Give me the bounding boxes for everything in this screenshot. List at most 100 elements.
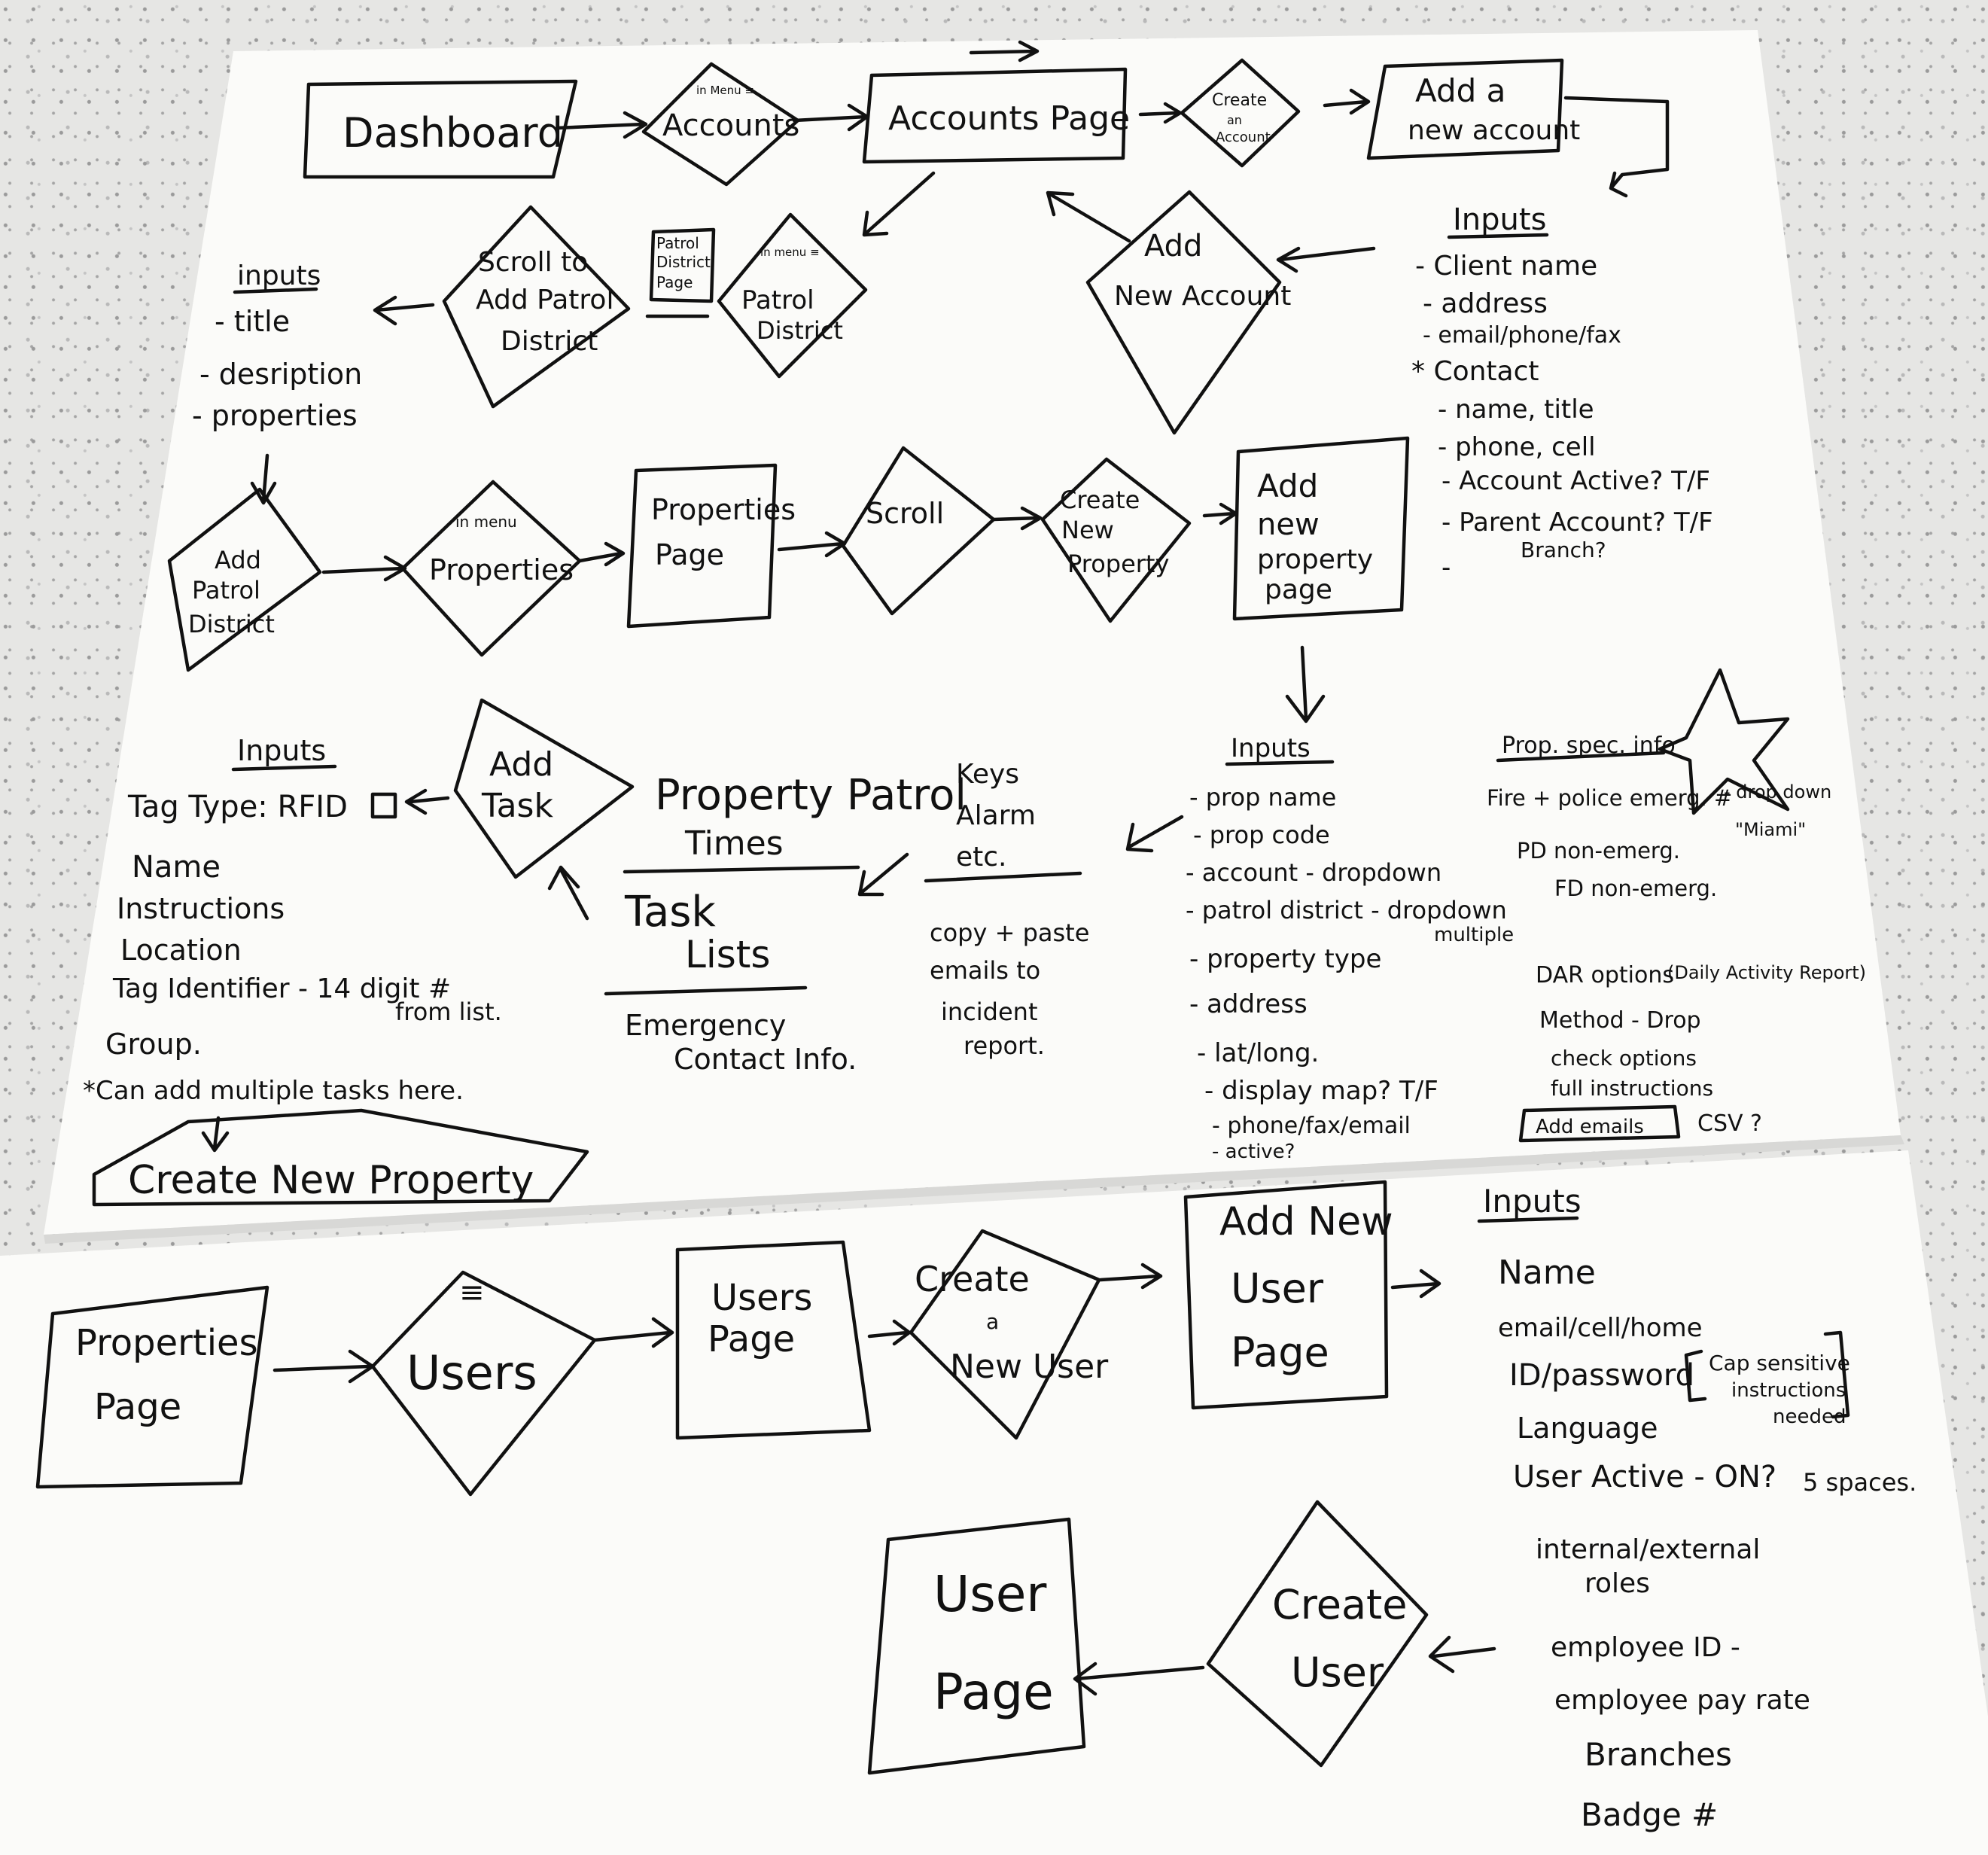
arrow-to-properties-page: [577, 541, 626, 567]
prop-spec-item: Fire + police emerg. #: [1487, 785, 1732, 811]
arrow-create-user-to-user-page: [1073, 1662, 1205, 1696]
property-input-item: - active?: [1212, 1141, 1295, 1163]
add-new-account-box: Add a new account: [1366, 58, 1580, 160]
note-bracket: [1684, 1330, 1850, 1419]
properties-menu-small-label: in menu: [455, 513, 517, 531]
accounts-page-label: Accounts Page: [888, 99, 1130, 138]
task-input-item: Tag Type: RFID: [127, 790, 348, 824]
add-new-account-line1: Add a: [1415, 72, 1505, 109]
account-input-item: - phone, cell: [1438, 432, 1596, 462]
task-input-item: Name: [132, 850, 221, 885]
add-task-decision: Add Task: [453, 698, 635, 879]
arrow-add-new-account: [1323, 88, 1371, 115]
top-paper-sheet: [44, 30, 1901, 1235]
emergency-line2: Contact Info.: [674, 1043, 857, 1076]
arrow-to-add-new-user: [1098, 1263, 1163, 1290]
task-inputs-title: Inputs: [237, 734, 326, 767]
create-new-property-decision: Create New Property: [1040, 457, 1192, 623]
prop-spec-item: Method - Drop: [1539, 1007, 1701, 1034]
add-task-line1: Add: [489, 745, 553, 784]
property-input-item: - property type: [1189, 944, 1381, 974]
star-icon: [1658, 668, 1790, 815]
account-inputs-list: Inputs - Client name - address - email/p…: [1411, 203, 1713, 583]
arrow-patrol-to-add-task: [547, 865, 589, 921]
prop-spec-item: check options: [1551, 1046, 1697, 1071]
prop-spec-item: (Daily Activity Report): [1667, 962, 1866, 983]
user-input-item: User Active - ON?: [1513, 1460, 1776, 1494]
user-input-item: internal/external: [1536, 1534, 1760, 1565]
create-new-property-button[interactable]: Create New Property: [92, 1108, 589, 1207]
add-patrol-district-decision: Add Patrol District: [167, 487, 322, 672]
add-emails-box: [1518, 1104, 1681, 1143]
add-property-page-line3: property: [1257, 544, 1373, 575]
prop-spec-item: FD non-emerg.: [1554, 876, 1717, 901]
user-input-item: email/cell/home: [1498, 1313, 1703, 1343]
prop-spec-item: DAR options: [1536, 962, 1674, 988]
prop-spec-item: - drop down: [1724, 781, 1831, 803]
create-account-line1: Create: [1212, 91, 1267, 110]
arrow-scroll-to-inputs: [373, 295, 435, 326]
user-page-line2: Page: [933, 1663, 1054, 1721]
patrol-page-note-line3: Page: [656, 273, 693, 291]
property-input-item: - address: [1189, 989, 1308, 1019]
keys-line1: Keys: [956, 759, 1019, 790]
create-property-line1: Create: [1060, 486, 1140, 514]
arrow-to-user-inputs: [1390, 1269, 1442, 1299]
users-page-box: Users Page: [675, 1240, 872, 1440]
arrow-inputs-to-patrol-times: [1125, 815, 1184, 853]
properties-menu-decision: in menu Properties: [400, 480, 582, 657]
add-new-account-dec-line1: Add: [1144, 229, 1202, 263]
scroll-add-patrol-decision: Scroll to Add Patrol District: [442, 205, 631, 409]
task-input-item: Location: [120, 934, 242, 967]
patrol-menu-line1: Patrol: [741, 285, 814, 315]
create-new-user-line2: a: [986, 1309, 999, 1334]
create-account-line3: Account: [1216, 129, 1271, 145]
add-property-page-line4: page: [1265, 574, 1332, 605]
properties-page-box: Properties Page: [626, 463, 796, 629]
user-page-line1: User: [933, 1565, 1047, 1623]
arrow-to-account-inputs: [1563, 96, 1670, 198]
create-user-line2: User: [1291, 1649, 1384, 1696]
bottom-properties-page-box: Properties Page: [35, 1285, 269, 1489]
property-patrol-title: Property Patrol: [655, 771, 967, 820]
scroll-add-patrol-line3: District: [501, 326, 598, 357]
scroll-add-patrol-line2: Add Patrol: [476, 285, 613, 315]
user-input-item: roles: [1585, 1568, 1650, 1599]
arrow-accounts-to-patrol: [862, 171, 936, 237]
create-account-line2: an: [1227, 113, 1242, 127]
bottom-paper-sheet: [0, 1150, 1988, 1855]
dashboard-label: Dashboard: [342, 109, 563, 157]
user-input-item: Branches: [1585, 1736, 1732, 1773]
user-input-item: Language: [1517, 1412, 1658, 1445]
create-user-decision: Create User: [1206, 1500, 1429, 1768]
user-input-note-line1: Cap sensitive: [1709, 1351, 1850, 1375]
patrol-menu-line2: District: [757, 316, 843, 345]
add-patrol-line2: Patrol: [192, 576, 260, 605]
account-inputs-title: Inputs: [1453, 203, 1546, 237]
add-new-account-dec-line2: New Account: [1114, 281, 1291, 312]
property-patrol-block: Property Patrol Times Task Lists Emergen…: [604, 759, 1089, 1076]
patrol-menu-decision: in menu ≡ Patrol District: [717, 212, 868, 379]
property-input-item: - prop name: [1189, 783, 1336, 812]
add-new-user-line3: Page: [1231, 1329, 1329, 1376]
keys-line3: etc.: [956, 842, 1007, 873]
property-input-item: - lat/long.: [1197, 1038, 1319, 1068]
add-property-page-line1: Add: [1257, 468, 1318, 504]
arrow-dashboard-accounts: [555, 111, 648, 139]
property-input-item: - patrol district - dropdown: [1186, 896, 1507, 924]
create-property-line2: New: [1061, 516, 1114, 544]
task-lists-line2: Lists: [685, 933, 770, 976]
user-inputs-list: Inputs Name email/cell/home ID/password …: [1477, 1183, 1916, 1833]
task-input-item: Instructions: [117, 892, 285, 925]
property-inputs-title: Inputs: [1231, 733, 1311, 763]
account-input-item: * Contact: [1411, 356, 1539, 387]
arrow-back-to-accounts: [1046, 190, 1131, 243]
accounts-menu-small-label: in Menu ≡: [696, 84, 754, 97]
arrow-to-property-inputs: [1285, 645, 1326, 723]
bottom-properties-line1: Properties: [75, 1322, 258, 1364]
arrow-inputs-to-create-user: [1428, 1635, 1496, 1674]
checkbox-icon: [370, 792, 397, 819]
prop-spec-item: PD non-emerg.: [1517, 838, 1680, 864]
copy-paste-line4: report.: [964, 1031, 1045, 1060]
patrol-page-note-line1: Patrol: [656, 234, 699, 252]
